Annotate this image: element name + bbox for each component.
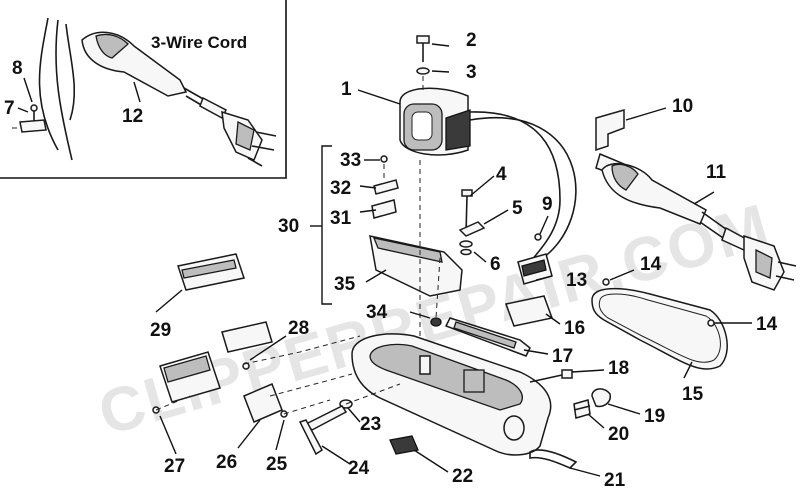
leader-lines [17,43,752,477]
callout-4: 4 [496,164,507,185]
callout-8: 8 [12,58,23,79]
callout-27: 27 [164,456,185,477]
callout-24: 24 [348,458,370,479]
callout-14b: 14 [756,314,778,335]
terminal-hardware [458,189,486,256]
switch-assembly [310,145,463,360]
callout-23: 23 [360,414,381,435]
callout-19: 19 [644,406,665,427]
callout-32: 32 [330,178,351,199]
inset-3-wire-cord: 3-Wire Cord [0,0,287,179]
callout-12: 12 [122,106,143,127]
callout-labels: 1 2 3 4 5 6 7 8 9 10 11 12 13 14 14 15 1… [4,30,778,491]
callout-9: 9 [542,194,553,215]
callout-3: 3 [466,62,477,83]
callout-15: 15 [682,384,704,405]
callout-7: 7 [4,98,15,119]
callout-21: 21 [604,470,626,491]
insulator-and-lever [444,295,554,357]
callout-14a: 14 [640,254,662,275]
cord-assembly [595,109,797,291]
callout-16: 16 [564,318,585,339]
callout-18: 18 [608,358,629,379]
callout-30: 30 [278,216,299,237]
callout-25: 25 [266,454,288,475]
callout-26: 26 [216,452,237,473]
callout-28: 28 [288,318,309,339]
callout-35: 35 [334,274,356,295]
callout-17: 17 [552,346,573,367]
assembly-lines [155,257,441,415]
bottom-gasket [591,278,728,370]
callout-10: 10 [672,96,693,117]
callout-11: 11 [706,162,727,183]
callout-22: 22 [452,466,473,487]
coil-assembly [399,87,577,263]
inset-title: 3-Wire Cord [151,33,247,52]
callout-20: 20 [608,424,629,445]
blade-set [152,253,288,423]
terminal-block [517,233,553,285]
callout-31: 31 [330,208,352,229]
callout-13: 13 [566,270,587,291]
lever-assembly [298,399,353,456]
callout-33: 33 [340,150,361,171]
pivot-screw [430,317,442,327]
adjust-parts [529,369,612,419]
callout-1: 1 [341,79,352,100]
screw-and-washer [416,35,430,92]
callout-29: 29 [150,320,171,341]
callout-5: 5 [512,198,523,219]
callout-2: 2 [466,30,477,51]
callout-34: 34 [366,302,388,323]
callout-6: 6 [490,254,501,275]
clipper-housing [351,333,552,456]
